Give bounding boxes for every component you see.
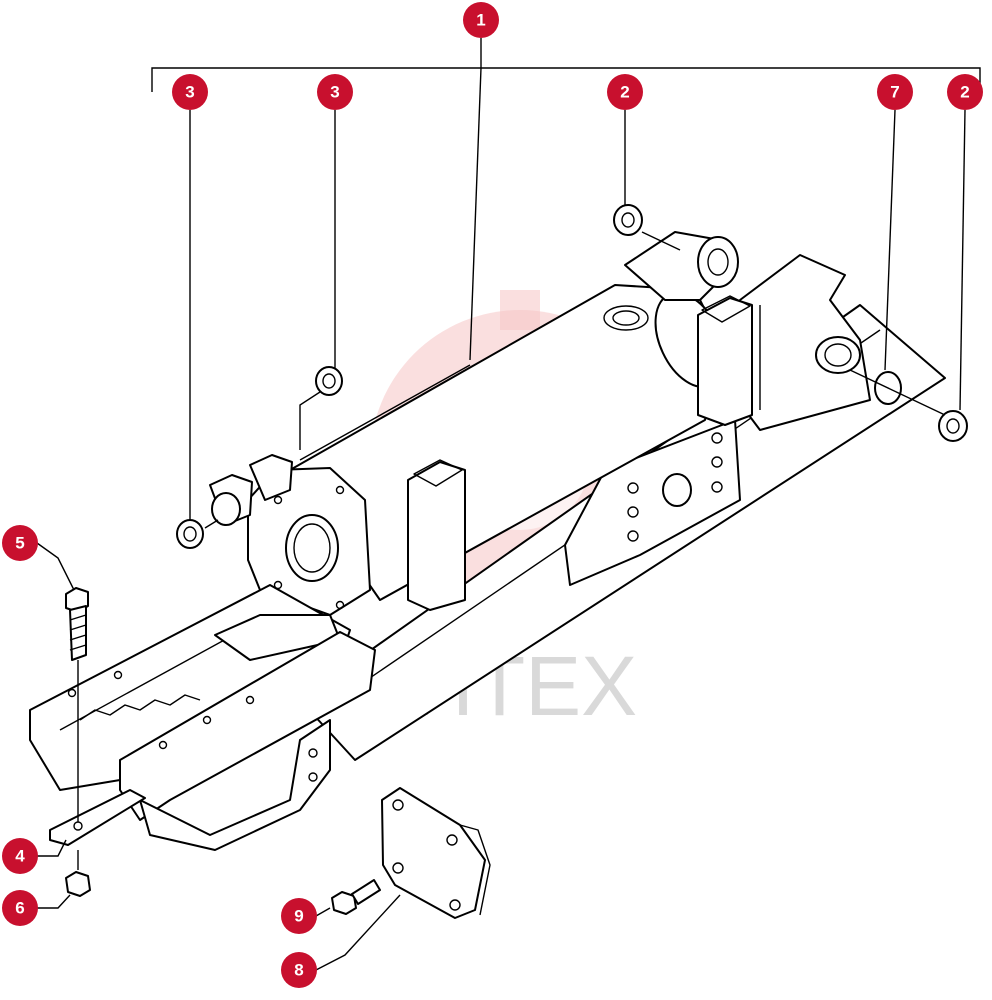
callout-label: 2 [960,83,969,102]
cover-plate [381,787,491,919]
callout-3-right: 3 [317,74,353,110]
callout-label: 4 [15,847,25,866]
frame-assembly [299,254,946,761]
callout-5: 5 [2,525,38,561]
leader-lines [36,38,981,971]
callout-8: 8 [281,952,317,988]
strip-plate [49,789,146,846]
callout-7: 7 [877,74,913,110]
bushing-rear-top [613,204,643,236]
hex-nut [65,871,91,897]
callout-label: 9 [294,907,303,926]
callout-label: 6 [15,899,24,918]
bolt-short [331,879,381,915]
bushing-rear-right [938,410,968,442]
bushing-front-left [176,519,204,549]
cylinder-assembly [209,231,753,616]
callout-6: 6 [2,890,38,926]
callout-label: 8 [294,961,303,980]
callout-label: 7 [890,83,899,102]
bolt-long [65,587,89,661]
callout-label: 5 [15,534,24,553]
callout-9: 9 [281,898,317,934]
callout-4: 4 [2,838,38,874]
callout-label: 3 [330,83,339,102]
callout-label: 2 [620,83,629,102]
callout-1: 1 [463,2,499,38]
callout-2-right: 2 [947,74,983,110]
callout-2-left: 2 [607,74,643,110]
fork-assembly [29,584,376,851]
callout-label: 1 [476,11,485,30]
callout-label: 3 [185,83,194,102]
bushing-front-right [315,366,343,396]
callout-3-left: 3 [172,74,208,110]
